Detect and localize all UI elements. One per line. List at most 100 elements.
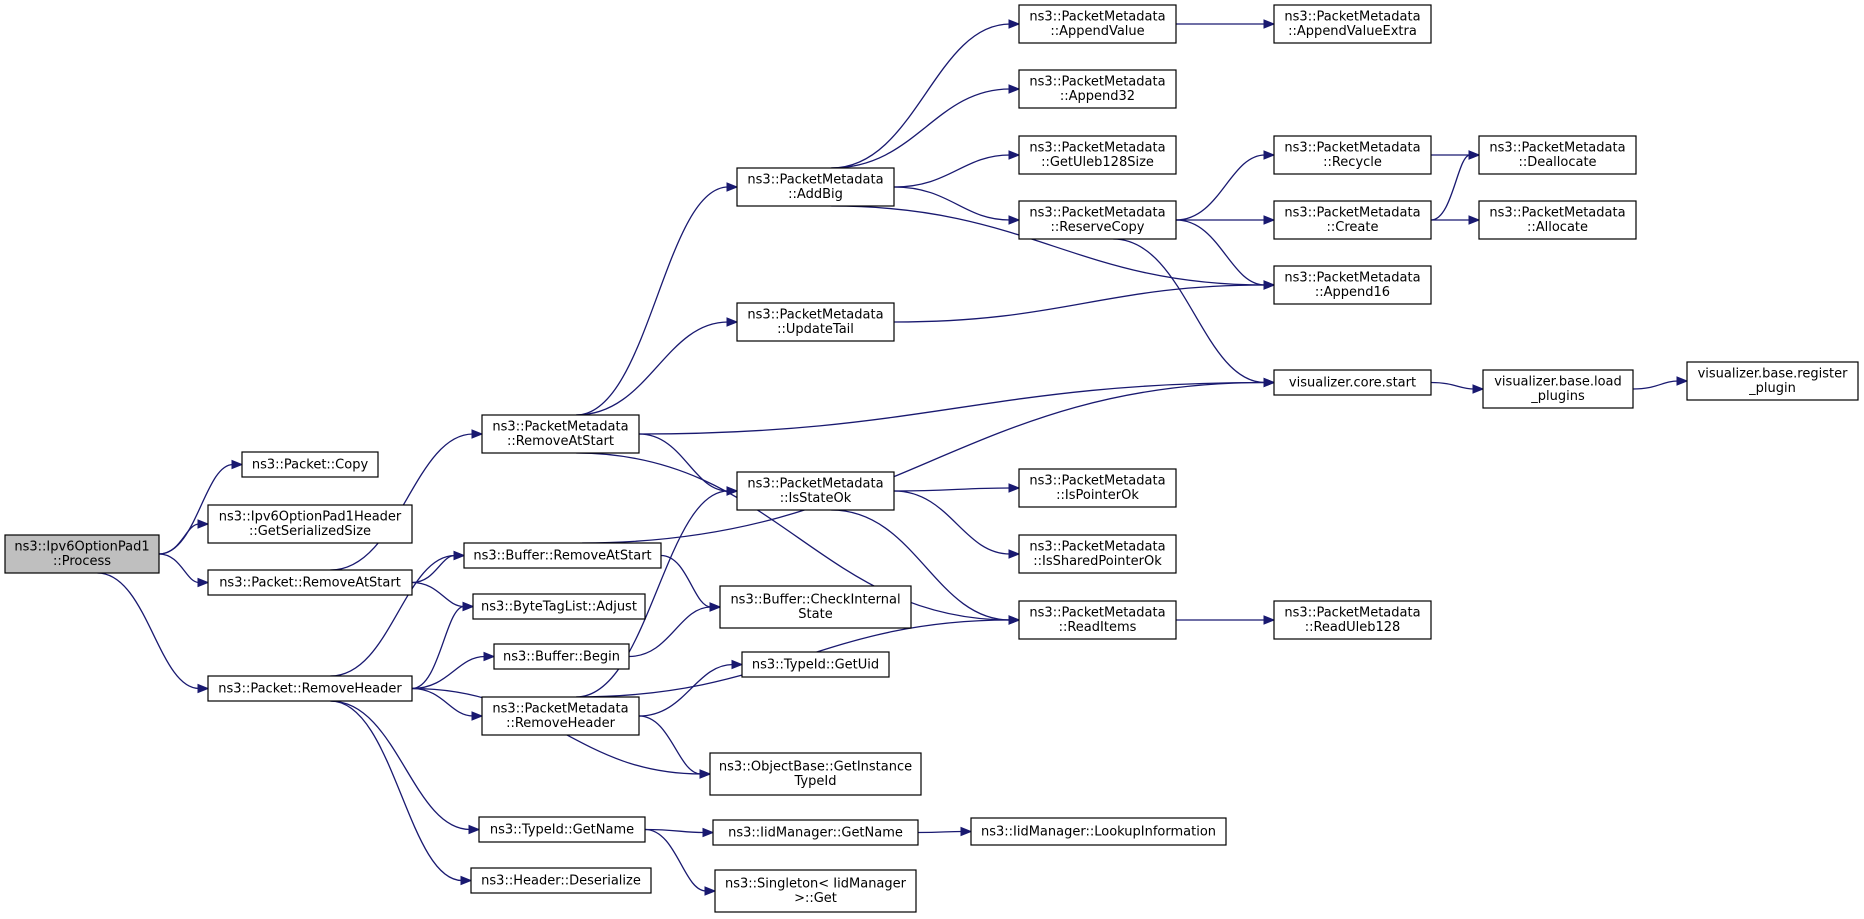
node-tgetname[interactable]: ns3::TypeId::GetName [478, 816, 646, 843]
edge-line [628, 606, 712, 658]
edge-line [644, 828, 707, 892]
edge-pmremhdr-to-isstate [576, 486, 739, 698]
node-box [709, 752, 922, 796]
edge-line [158, 523, 200, 555]
node-bytetag[interactable]: ns3::ByteTagList::Adjust [472, 593, 646, 620]
node-isshared[interactable]: ns3::PacketMetadata::IsSharedPointerOk [1018, 534, 1177, 574]
node-appval[interactable]: ns3::PacketMetadata::AppendValue [1018, 4, 1177, 44]
node-label-line: State [798, 607, 832, 622]
node-bufremstart[interactable]: ns3::Buffer::RemoveAtStart [463, 542, 662, 569]
edge-line [158, 553, 200, 584]
node-pmremstart[interactable]: ns3::PacketMetadata::RemoveAtStart [481, 414, 640, 454]
edge-arrowhead [471, 711, 484, 721]
node-label-line: _plugin [1748, 381, 1796, 396]
node-label-line: ns3::Buffer::Begin [503, 649, 620, 664]
node-label-line: _plugins [1530, 389, 1585, 404]
node-isptr[interactable]: ns3::PacketMetadata::IsPointerOk [1018, 468, 1177, 508]
node-box [472, 593, 646, 620]
node-premhdr[interactable]: ns3::Packet::RemoveHeader [207, 675, 413, 702]
node-getuleb[interactable]: ns3::PacketMetadata::GetUleb128Size [1018, 135, 1177, 175]
node-label-line: visualizer.core.start [1289, 375, 1416, 390]
node-lookup[interactable]: ns3::IidManager::LookupInformation [970, 817, 1227, 846]
edge-arrowhead [1263, 19, 1276, 29]
edge-line [1175, 154, 1266, 221]
node-label-line: ns3::Packet::RemoveAtStart [219, 575, 401, 590]
edge-pmremhdr-to-getuid [638, 659, 744, 717]
edge-arrowhead [1263, 215, 1276, 225]
edge-line [330, 554, 456, 677]
edge-iidgetname-to-lookup [917, 826, 973, 837]
node-pcopy[interactable]: ns3::Packet::Copy [241, 451, 379, 478]
node-label-line: ::AppendValueExtra [1288, 24, 1417, 39]
node-box [1018, 4, 1177, 44]
node-alloc[interactable]: ns3::PacketMetadata::Allocate [1478, 200, 1637, 240]
node-label-line: ::Allocate [1527, 220, 1588, 235]
edge-line [330, 700, 463, 882]
node-label-line: ::RemoveHeader [506, 716, 616, 731]
node-vstart[interactable]: visualizer.core.start [1273, 369, 1432, 396]
edge-premstart-to-pmremstart [330, 429, 484, 571]
node-label-line: ns3::Buffer::RemoveAtStart [473, 548, 651, 563]
node-label-line: ns3::TypeId::GetUid [752, 657, 879, 672]
node-dealloc[interactable]: ns3::PacketMetadata::Deallocate [1478, 135, 1637, 175]
edge-addbig-to-rescopy [893, 186, 1021, 225]
node-premstart[interactable]: ns3::Packet::RemoveAtStart [207, 569, 413, 596]
node-label-line: ns3::PacketMetadata [1284, 271, 1420, 286]
node-box [1018, 135, 1177, 175]
node-label-line: ns3::PacketMetadata [1029, 606, 1165, 621]
edge-line [893, 487, 1011, 492]
node-vreg[interactable]: visualizer.base.register_plugin [1686, 361, 1859, 401]
node-box [1686, 361, 1859, 401]
node-label-line: >::Get [794, 891, 837, 906]
edge-line [1430, 381, 1475, 390]
edge-create-to-alloc [1431, 215, 1481, 225]
node-pmremhdr[interactable]: ns3::PacketMetadata::RemoveHeader [481, 696, 640, 736]
node-app16[interactable]: ns3::PacketMetadata::Append16 [1273, 265, 1432, 305]
node-label-line: ns3::PacketMetadata [1029, 474, 1165, 489]
node-box [470, 867, 652, 894]
node-box [4, 534, 160, 574]
node-recycle[interactable]: ns3::PacketMetadata::Recycle [1273, 135, 1432, 175]
node-readuleb[interactable]: ns3::PacketMetadata::ReadUleb128 [1273, 600, 1432, 640]
node-label-line: ns3::PacketMetadata [1029, 141, 1165, 156]
node-singleton[interactable]: ns3::Singleton< IidManager>::Get [714, 869, 917, 913]
edges-layer [97, 19, 1689, 896]
node-label-line: ::Append32 [1060, 89, 1135, 104]
node-rescopy[interactable]: ns3::PacketMetadata::ReserveCopy [1018, 200, 1177, 240]
edge-line [893, 154, 1011, 188]
node-label-line: ::Process [53, 554, 111, 569]
node-appvalx[interactable]: ns3::PacketMetadata::AppendValueExtra [1273, 4, 1432, 44]
node-getser[interactable]: ns3::Ipv6OptionPad1Header::GetSerialized… [207, 504, 413, 544]
edge-premhdr-to-bufbegin [411, 651, 496, 690]
node-root[interactable]: ns3::Ipv6OptionPad1::Process [4, 534, 160, 574]
node-getuid[interactable]: ns3::TypeId::GetUid [741, 651, 890, 678]
edge-root-to-premhdr [97, 572, 210, 694]
edge-line [582, 381, 1266, 544]
node-hdrdeser[interactable]: ns3::Header::Deserialize [470, 867, 652, 894]
node-label-line: ::GetUleb128Size [1041, 155, 1154, 170]
edge-arrowhead [726, 486, 739, 496]
node-vload[interactable]: visualizer.base.load_plugins [1482, 369, 1634, 409]
node-box [1273, 265, 1432, 305]
edge-rescopy-to-vstart [1113, 238, 1276, 388]
node-label-line: ns3::IidManager::GetName [728, 825, 903, 840]
edge-arrowhead [453, 550, 466, 561]
node-iidgetname[interactable]: ns3::IidManager::GetName [712, 819, 919, 846]
edge-line [660, 554, 712, 608]
node-create[interactable]: ns3::PacketMetadata::Create [1273, 200, 1432, 240]
node-label-line: ns3::PacketMetadata [747, 308, 883, 323]
node-isstate[interactable]: ns3::PacketMetadata::IsStateOk [736, 471, 895, 511]
node-bufbegin[interactable]: ns3::Buffer::Begin [493, 643, 630, 670]
edge-arrowhead [1468, 150, 1481, 160]
node-updtail[interactable]: ns3::PacketMetadata::UpdateTail [736, 302, 895, 342]
node-readitems[interactable]: ns3::PacketMetadata::ReadItems [1018, 600, 1177, 640]
node-label-line: ns3::Ipv6OptionPad1Header [219, 510, 402, 525]
edge-isstate-to-isptr [893, 483, 1021, 493]
node-app32[interactable]: ns3::PacketMetadata::Append32 [1018, 69, 1177, 109]
edge-arrowhead [1008, 549, 1021, 559]
node-addbig[interactable]: ns3::PacketMetadata::AddBig [736, 167, 895, 207]
node-box [1478, 200, 1637, 240]
node-box [1273, 200, 1432, 240]
